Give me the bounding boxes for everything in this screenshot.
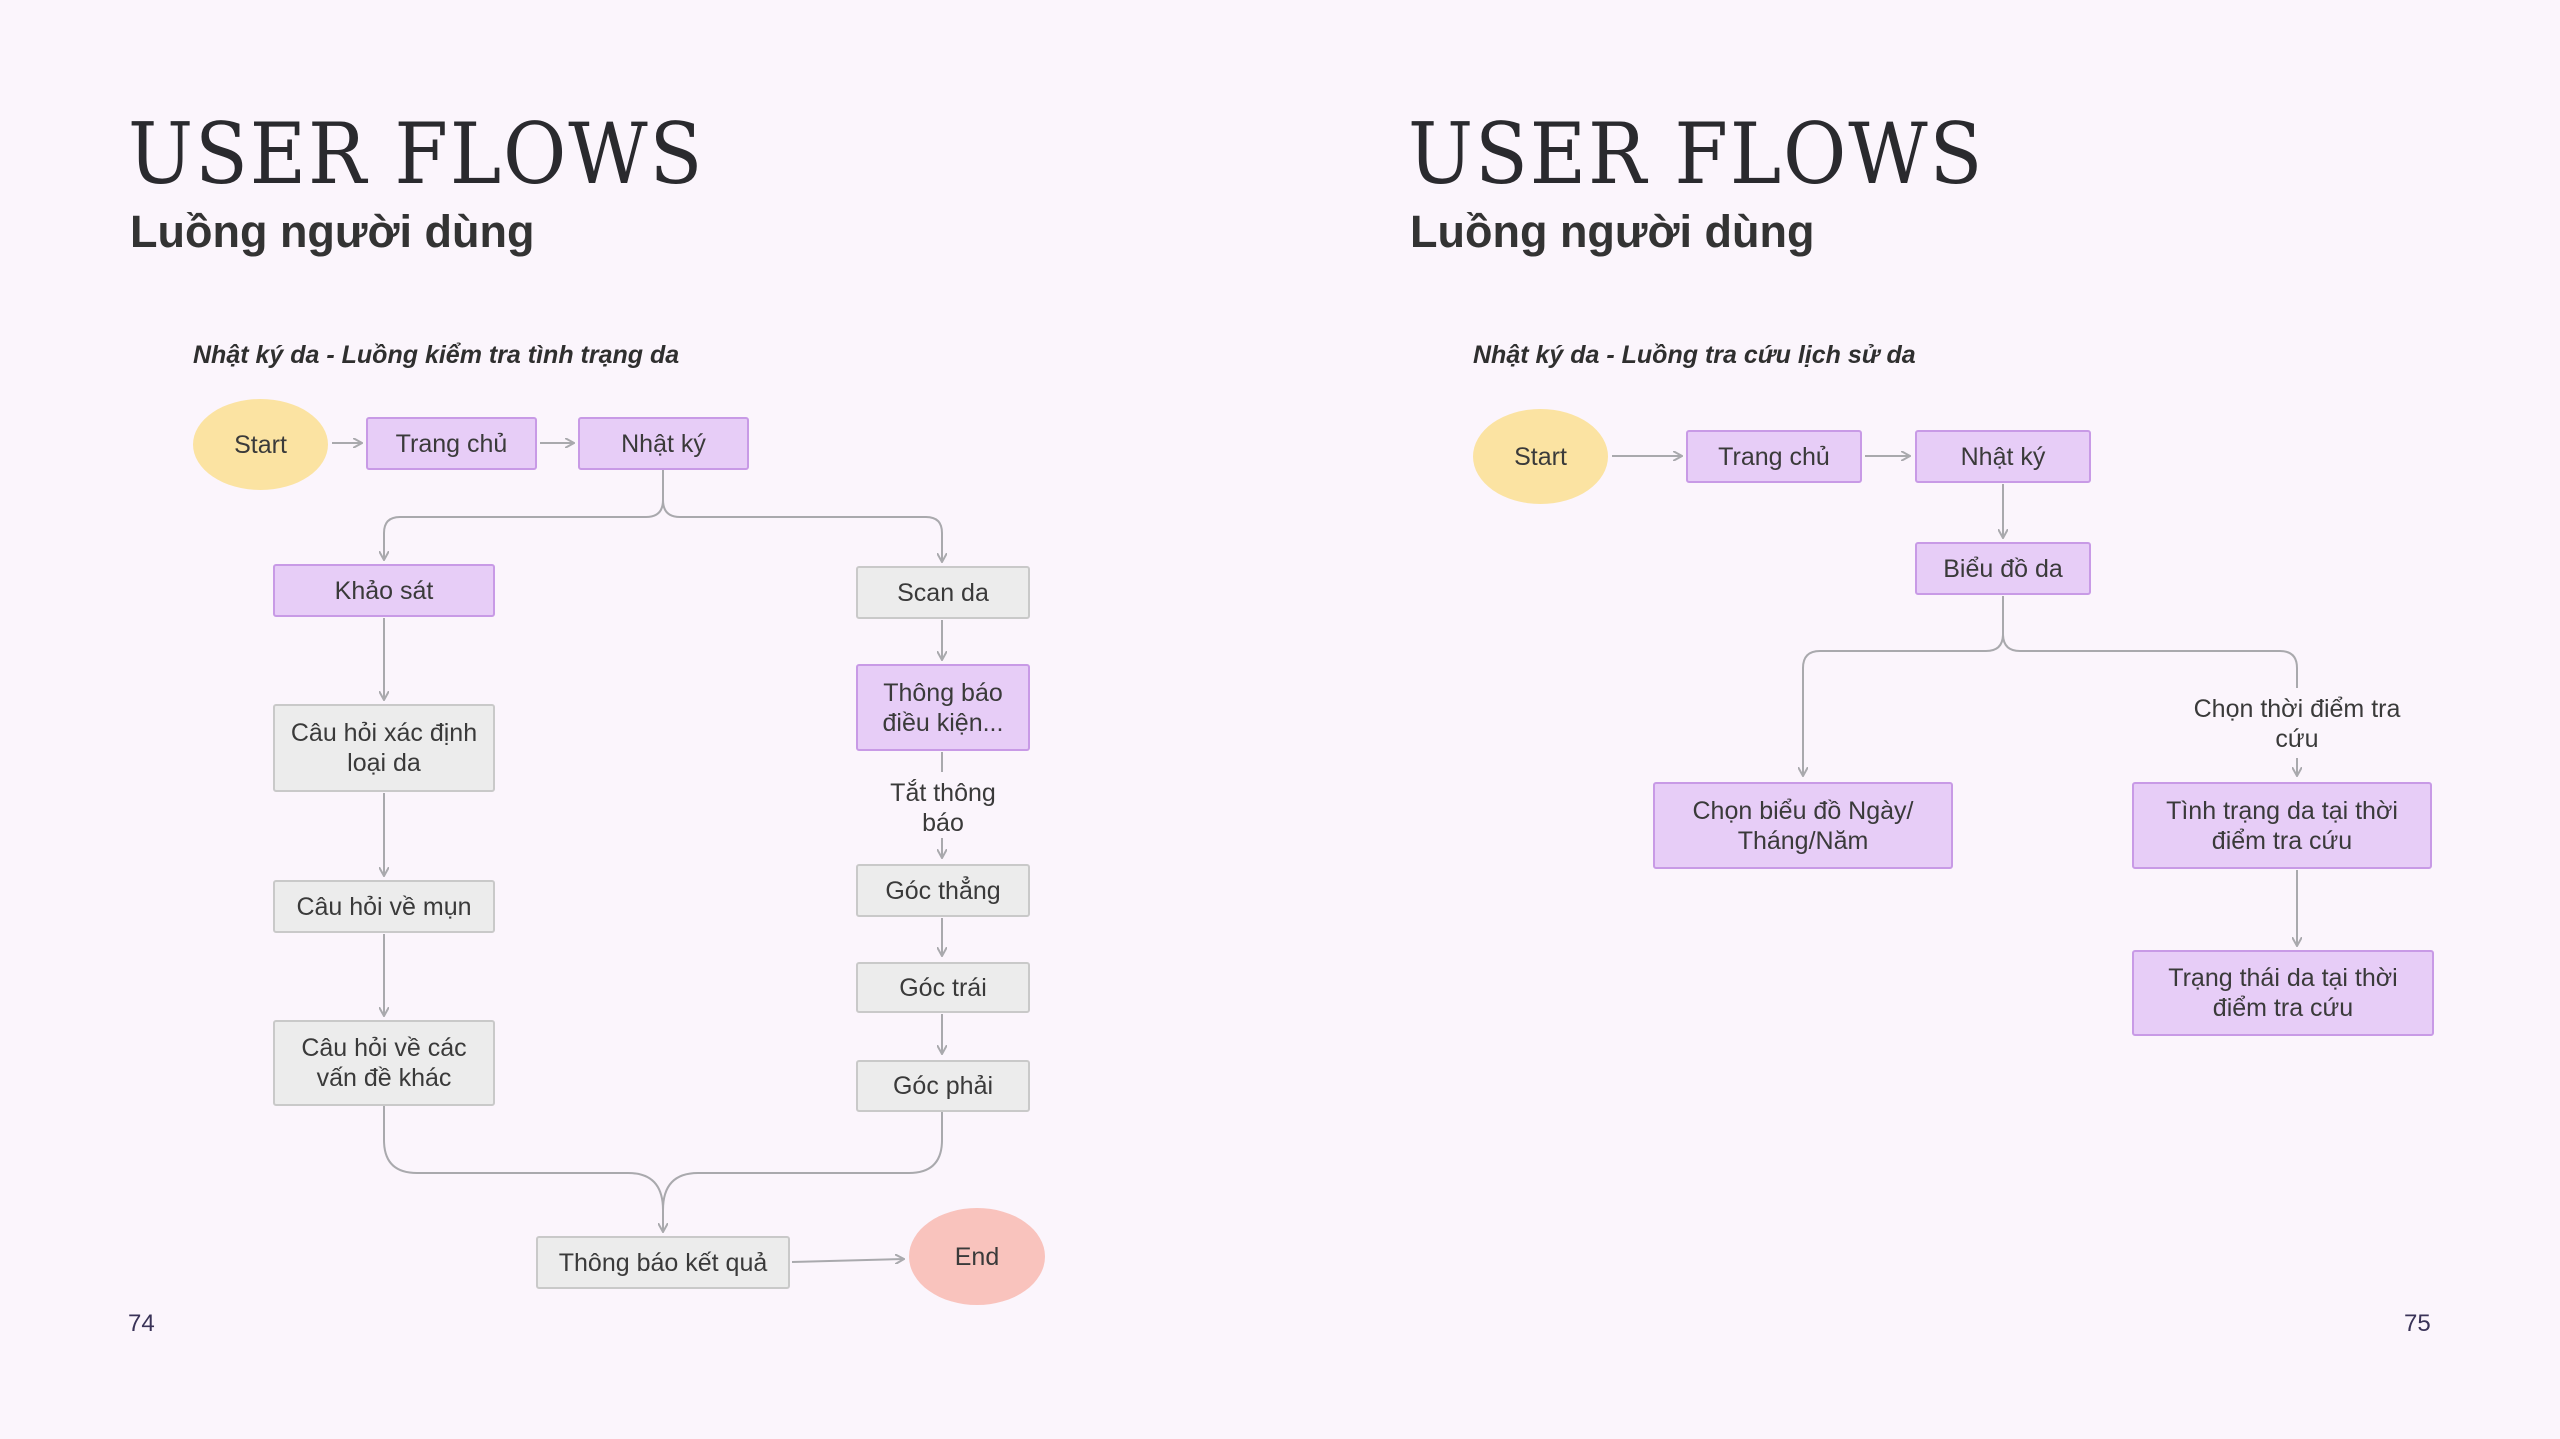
page-subtitle: Luồng người dùng (130, 206, 535, 257)
diary-node: Nhật ký (1915, 430, 2091, 483)
end-node: End (909, 1208, 1045, 1305)
edge-chart-choose (1803, 596, 2004, 776)
page-title: USER FLOWS (128, 105, 705, 203)
notice-node: Thông báo điều kiện... (856, 664, 1030, 751)
start-node: Start (1473, 409, 1608, 504)
page-subtitle: Luồng người dùng (1410, 206, 1815, 257)
page-75: USER FLOWS Luồng người dùng Nhật ký da -… (1280, 0, 2560, 1439)
page-number: 75 (2404, 1310, 2431, 1337)
skin-condition-node: Tình trạng da tại thời điểm tra cứu (2132, 782, 2432, 869)
question-other-node: Câu hỏi về các vấn đề khác (273, 1020, 495, 1106)
choose-time-label: Chọn thời điểm tra cứu (2182, 694, 2412, 754)
left-angle-node: Góc trái (856, 962, 1030, 1013)
question-skin-type-node: Câu hỏi xác định loại da (273, 704, 495, 792)
diary-node: Nhật ký (578, 417, 749, 470)
survey-node: Khảo sát (273, 564, 495, 617)
home-node: Trang chủ (366, 417, 537, 470)
result-node: Thông báo kết quả (536, 1236, 790, 1289)
right-angle-node: Góc phải (856, 1060, 1030, 1112)
edge-q3-result (383, 1106, 663, 1232)
choose-chart-node: Chọn biểu đồ Ngày/ Tháng/Năm (1653, 782, 1953, 869)
edge-right-result (662, 1112, 943, 1211)
skin-state-node: Trạng thái da tại thời điểm tra cứu (2132, 950, 2434, 1036)
edge-result-end (791, 1259, 904, 1262)
start-node: Start (193, 399, 328, 490)
scan-node: Scan da (856, 566, 1030, 619)
flow-connectors (332, 0, 1280, 1439)
page-number: 74 (128, 1310, 155, 1337)
edge-diary-scan (662, 499, 942, 562)
skin-chart-node: Biểu đồ da (1915, 542, 2091, 595)
edge-chart-time (2002, 633, 2298, 688)
flow-connectors (1612, 0, 2560, 1439)
front-angle-node: Góc thẳng (856, 864, 1030, 917)
page-74: USER FLOWS Luồng người dùng Nhật ký da -… (128, 0, 1280, 1439)
edge-diary-survey (384, 460, 664, 560)
question-acne-node: Câu hỏi về mụn (273, 880, 495, 933)
home-node: Trang chủ (1686, 430, 1862, 483)
turn-off-notice-label: Tắt thông báo (868, 778, 1018, 838)
flow-caption: Nhật ký da - Luồng kiểm tra tình trạng d… (193, 341, 680, 369)
page-title: USER FLOWS (1408, 105, 1985, 203)
flow-caption: Nhật ký da - Luồng tra cứu lịch sử da (1473, 341, 1916, 369)
